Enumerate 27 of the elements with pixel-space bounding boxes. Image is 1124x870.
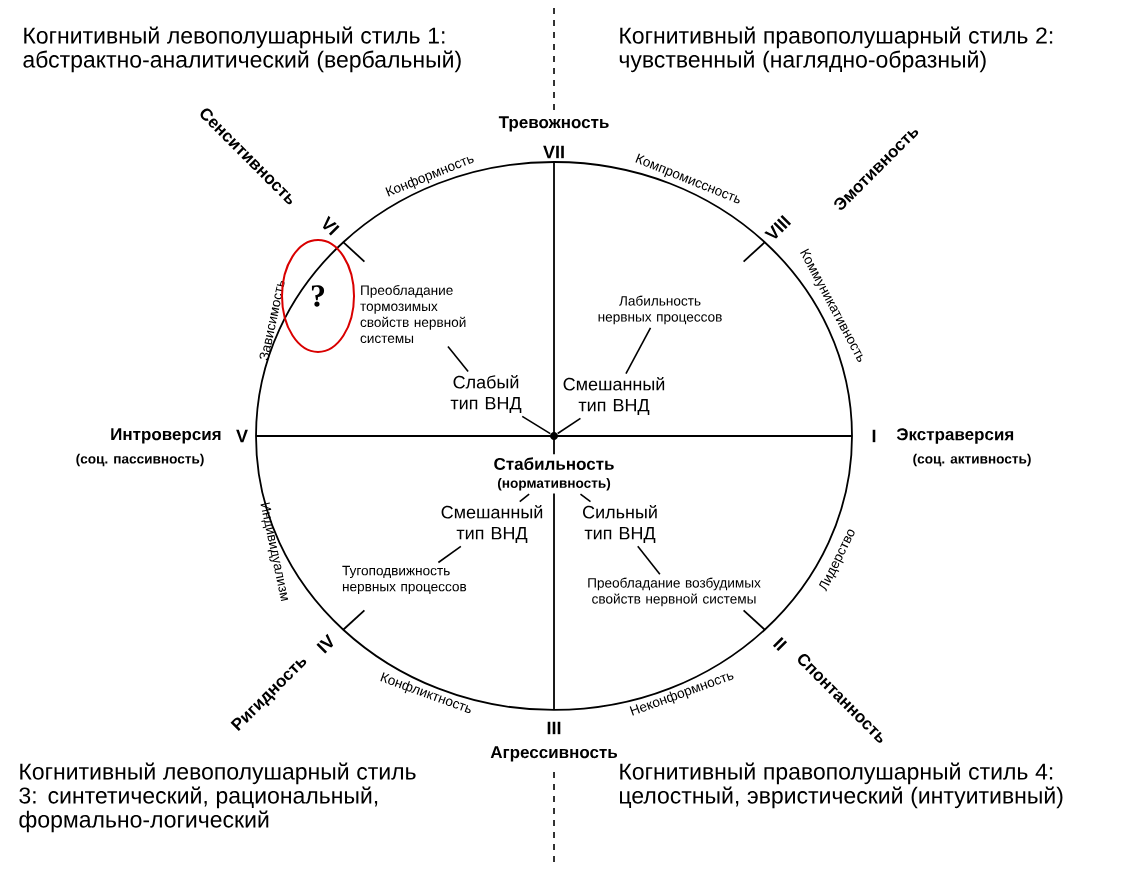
pole-label: Интроверсия [111, 428, 221, 444]
roman-numeral: IV [316, 633, 334, 654]
leader-line [636, 545, 661, 575]
roman-numeral: VII [543, 145, 564, 159]
style-caption: Когнитивный правополушарный стиль 4: целостный, эвристический (интуитивный) [620, 762, 1063, 809]
leader-line [579, 493, 592, 503]
leader-line [518, 493, 530, 503]
pole-label: Экстраверсия [896, 428, 1014, 444]
leader-line [437, 545, 462, 564]
annotation-text: Смешанный тип ВНД [441, 505, 543, 543]
roman-numeral: II [772, 636, 788, 652]
leader-line [447, 345, 469, 373]
annotation-text: Смешанный тип ВНД [563, 377, 665, 415]
roman-numeral: V [236, 429, 248, 443]
pole-label: Тревожность [498, 116, 609, 132]
leader-line [521, 415, 552, 435]
pole-label: Агрессивность [490, 746, 618, 762]
roman-numeral: III [547, 721, 561, 735]
leader-line [556, 417, 582, 435]
style-caption: Когнитивный правополушарный стиль 2: чувственный (наглядно-образный) [619, 26, 1053, 73]
roman-numeral: VIII [764, 214, 792, 239]
style-caption: Когнитивный левополушарный стиль 3: синтетический, рациональный, формально-логический [19, 762, 416, 833]
annotation-text: Сильный тип ВНД [583, 505, 657, 543]
roman-numeral: I [872, 429, 876, 443]
style-caption: Когнитивный левополушарный стиль 1: абстрактно-аналитический (вербальный) [23, 26, 461, 73]
annotation-text: Слабый тип ВНД [450, 375, 522, 413]
leader-line [625, 326, 652, 375]
